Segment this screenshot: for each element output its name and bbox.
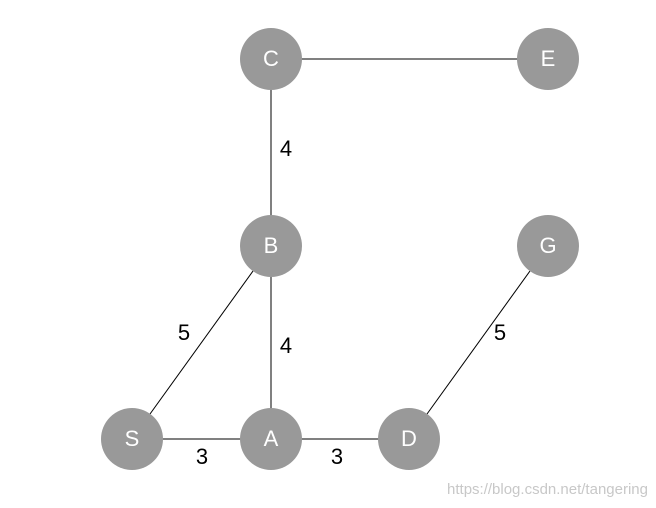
node-e: E <box>517 28 579 90</box>
edge-weight-d-g: 5 <box>494 320 506 345</box>
node-circle-b <box>240 215 302 277</box>
node-s: S <box>101 408 163 470</box>
nodes-layer: C E B G S A D <box>101 28 579 470</box>
node-circle-e <box>517 28 579 90</box>
node-b: B <box>240 215 302 277</box>
node-circle-d <box>378 408 440 470</box>
edge-weight-a-d: 3 <box>331 444 343 469</box>
edge-weight-c-b: 4 <box>280 136 292 161</box>
node-a: A <box>240 408 302 470</box>
node-label-g: G <box>539 233 556 258</box>
node-label-d: D <box>401 426 417 451</box>
node-g: G <box>517 215 579 277</box>
node-circle-g <box>517 215 579 277</box>
edge-weights-layer: 4 5 4 3 3 5 <box>178 136 506 469</box>
node-label-b: B <box>264 233 279 258</box>
node-circle-c <box>240 28 302 90</box>
node-label-s: S <box>125 426 140 451</box>
edge-weight-s-a: 3 <box>196 444 208 469</box>
node-c: C <box>240 28 302 90</box>
edge-b-s <box>131 245 272 440</box>
edges-layer <box>131 58 549 440</box>
edge-d-g <box>408 245 549 440</box>
node-circle-s <box>101 408 163 470</box>
edge-weight-b-s: 5 <box>178 320 190 345</box>
node-d: D <box>378 408 440 470</box>
node-label-c: C <box>263 46 279 71</box>
node-label-a: A <box>264 426 279 451</box>
edge-weight-b-a: 4 <box>280 333 292 358</box>
watermark-url: https://blog.csdn.net/tangering <box>447 481 648 498</box>
node-label-e: E <box>541 46 556 71</box>
node-circle-a <box>240 408 302 470</box>
